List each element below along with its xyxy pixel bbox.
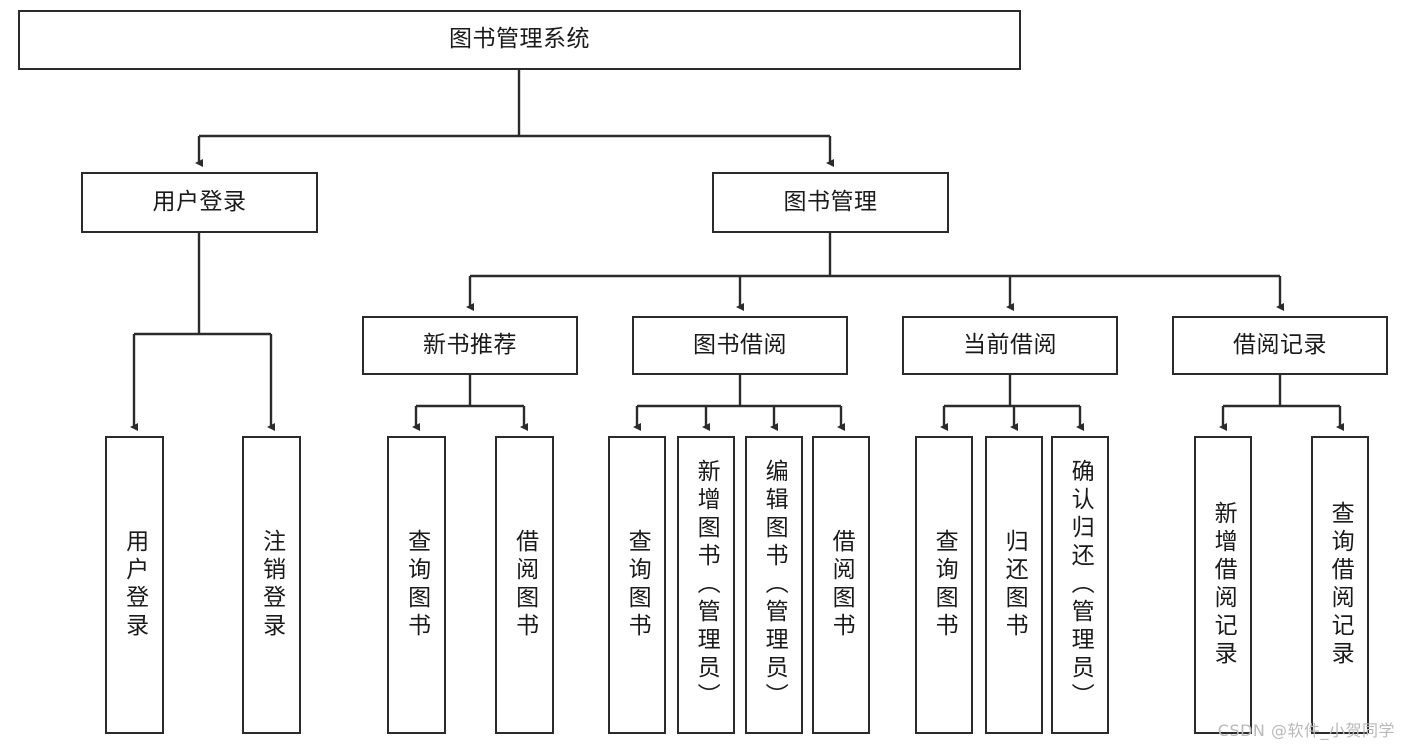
node-leaf-book-borrow-edit[interactable]: 编辑图书（管理员） <box>745 436 803 734</box>
vertical-text-wrap: 新增图书（管理员） <box>679 438 733 732</box>
leaf-label: 查询图书 <box>624 529 651 641</box>
leaf-label: 确认归还（管理员） <box>1067 459 1094 711</box>
leaf-label: 归还图书 <box>1001 529 1028 641</box>
leaf-label: 用户登录 <box>121 529 148 641</box>
node-leaf-borrow-record-add[interactable]: 新增借阅记录 <box>1194 436 1252 734</box>
leaf-label: 借阅图书 <box>511 529 538 641</box>
vertical-text-wrap: 新增借阅记录 <box>1196 438 1250 732</box>
node-leaf-user-login-logout[interactable]: 注销登录 <box>242 436 301 734</box>
leaf-label: 编辑图书（管理员） <box>761 459 788 711</box>
leaf-label: 查询借阅记录 <box>1327 501 1354 669</box>
node-leaf-book-borrow-borrow[interactable]: 借阅图书 <box>812 436 870 734</box>
node-leaf-user-login-login[interactable]: 用户登录 <box>105 436 164 734</box>
node-new-book-recommend[interactable]: 新书推荐 <box>362 316 578 375</box>
node-leaf-current-borrow-query[interactable]: 查询图书 <box>915 436 973 734</box>
leaf-label: 新增图书（管理员） <box>693 459 720 711</box>
node-book-borrow[interactable]: 图书借阅 <box>632 316 848 375</box>
vertical-text-wrap: 查询图书 <box>917 438 971 732</box>
vertical-text-wrap: 编辑图书（管理员） <box>747 438 801 732</box>
node-leaf-borrow-record-query[interactable]: 查询借阅记录 <box>1311 436 1369 734</box>
node-borrow-record[interactable]: 借阅记录 <box>1172 316 1388 375</box>
node-leaf-book-borrow-add[interactable]: 新增图书（管理员） <box>677 436 735 734</box>
node-leaf-book-borrow-query[interactable]: 查询图书 <box>608 436 666 734</box>
node-leaf-current-borrow-return[interactable]: 归还图书 <box>985 436 1043 734</box>
vertical-text-wrap: 借阅图书 <box>497 438 552 732</box>
vertical-text-wrap: 用户登录 <box>107 438 162 732</box>
leaf-label: 新增借阅记录 <box>1210 501 1237 669</box>
vertical-text-wrap: 借阅图书 <box>814 438 868 732</box>
vertical-text-wrap: 归还图书 <box>987 438 1041 732</box>
vertical-text-wrap: 注销登录 <box>244 438 299 732</box>
node-current-borrow[interactable]: 当前借阅 <box>902 316 1118 375</box>
node-user-login[interactable]: 用户登录 <box>81 172 318 233</box>
vertical-text-wrap: 查询图书 <box>389 438 444 732</box>
vertical-text-wrap: 查询借阅记录 <box>1313 438 1367 732</box>
node-root-system[interactable]: 图书管理系统 <box>18 10 1021 70</box>
vertical-text-wrap: 查询图书 <box>610 438 664 732</box>
leaf-label: 注销登录 <box>258 529 285 641</box>
node-leaf-current-borrow-confirm[interactable]: 确认归还（管理员） <box>1051 436 1109 734</box>
leaf-label: 借阅图书 <box>828 529 855 641</box>
vertical-text-wrap: 确认归还（管理员） <box>1053 438 1107 732</box>
node-book-management[interactable]: 图书管理 <box>712 172 949 233</box>
node-leaf-new-book-borrow[interactable]: 借阅图书 <box>495 436 554 734</box>
node-leaf-new-book-query[interactable]: 查询图书 <box>387 436 446 734</box>
leaf-label: 查询图书 <box>403 529 430 641</box>
leaf-label: 查询图书 <box>931 529 958 641</box>
